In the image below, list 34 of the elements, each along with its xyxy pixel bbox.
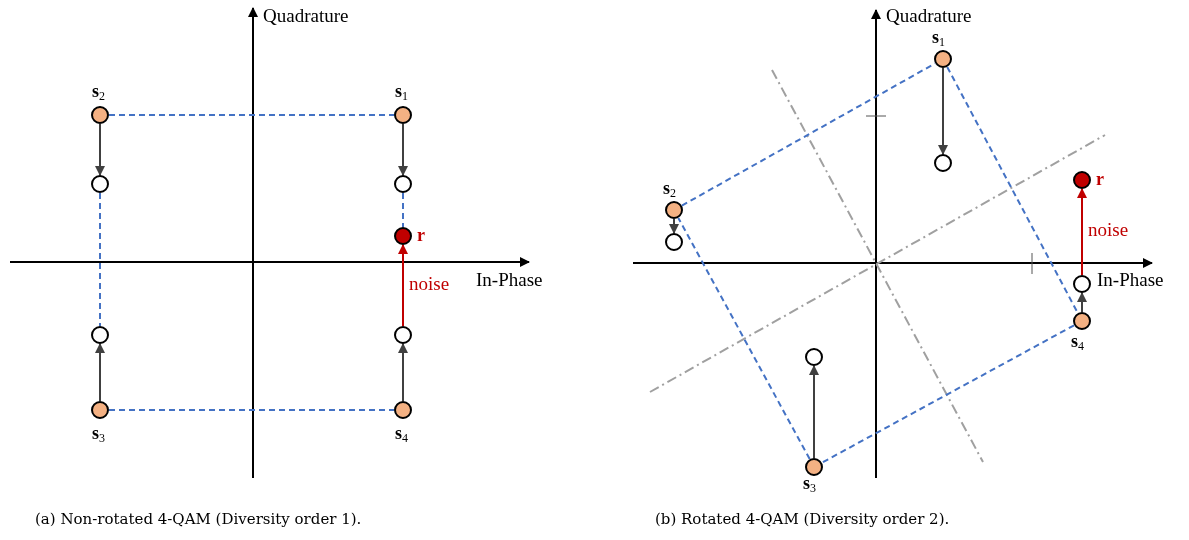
point-label: s$_{2}$ (663, 179, 676, 199)
point-label: s$_{4}$ (395, 424, 408, 444)
arrow (1077, 292, 1087, 313)
connector-line (108, 114, 395, 116)
arrow (938, 67, 948, 155)
point-label: s$_{1}$ (932, 28, 945, 48)
edge-label: noise (409, 273, 450, 293)
arrow (95, 123, 105, 176)
axis-label: Quadrature (263, 6, 349, 25)
arrow (398, 123, 408, 176)
edge-label: noise (1088, 220, 1129, 239)
point-label: r (417, 226, 425, 244)
figure-caption: (a) Non-rotated 4-QAM (Diversity order 1). (35, 512, 362, 527)
axis-label: In-Phase (476, 270, 543, 289)
arrow (95, 343, 105, 402)
point-label: r (1096, 170, 1104, 188)
connector-line (677, 216, 811, 461)
arrow (669, 218, 679, 234)
connector-line (99, 192, 101, 327)
axis-label: In-Phase (1097, 270, 1164, 289)
connector-line (402, 192, 404, 228)
arrow (398, 244, 408, 327)
connector-line (820, 324, 1076, 464)
arrow (398, 343, 408, 402)
axis-label: Quadrature (886, 6, 972, 25)
point-label: s$_{2}$ (92, 82, 105, 102)
point-label: s$_{4}$ (1071, 332, 1084, 352)
point-label: s$_{1}$ (395, 82, 408, 102)
point-label: s$_{3}$ (92, 424, 105, 444)
figure-caption: (b) Rotated 4-QAM (Diversity order 2). (655, 512, 950, 527)
arrow (1077, 188, 1087, 276)
arrow (809, 365, 819, 459)
point-label: s$_{3}$ (803, 474, 816, 494)
connector-line (108, 409, 395, 411)
